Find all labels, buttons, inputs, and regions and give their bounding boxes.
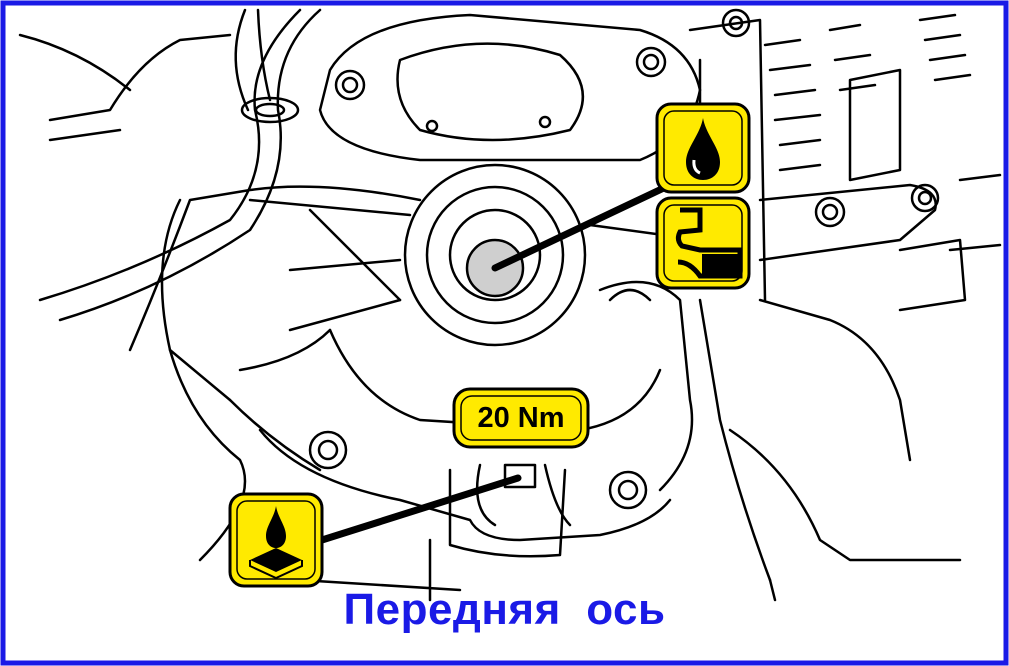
leader-line-fill-plug bbox=[491, 182, 672, 272]
oil-drop-icon bbox=[655, 102, 751, 194]
bolt-top-right bbox=[635, 46, 667, 78]
bolt-lower-right bbox=[608, 470, 648, 510]
bolt-far-right bbox=[910, 183, 940, 213]
bolt-right-bracket bbox=[814, 196, 846, 228]
oil-level-icon bbox=[655, 196, 751, 290]
leader-lines bbox=[318, 182, 672, 544]
bolt-top-left bbox=[334, 69, 366, 101]
torque-spec-label: 20 Nm bbox=[477, 402, 565, 434]
sealant-icon bbox=[228, 492, 324, 588]
bolt-lower-left bbox=[308, 430, 348, 470]
diagram-caption: Передняя ось bbox=[343, 585, 666, 634]
torque-badge bbox=[452, 387, 590, 449]
leader-line-drain-plug bbox=[318, 474, 522, 544]
